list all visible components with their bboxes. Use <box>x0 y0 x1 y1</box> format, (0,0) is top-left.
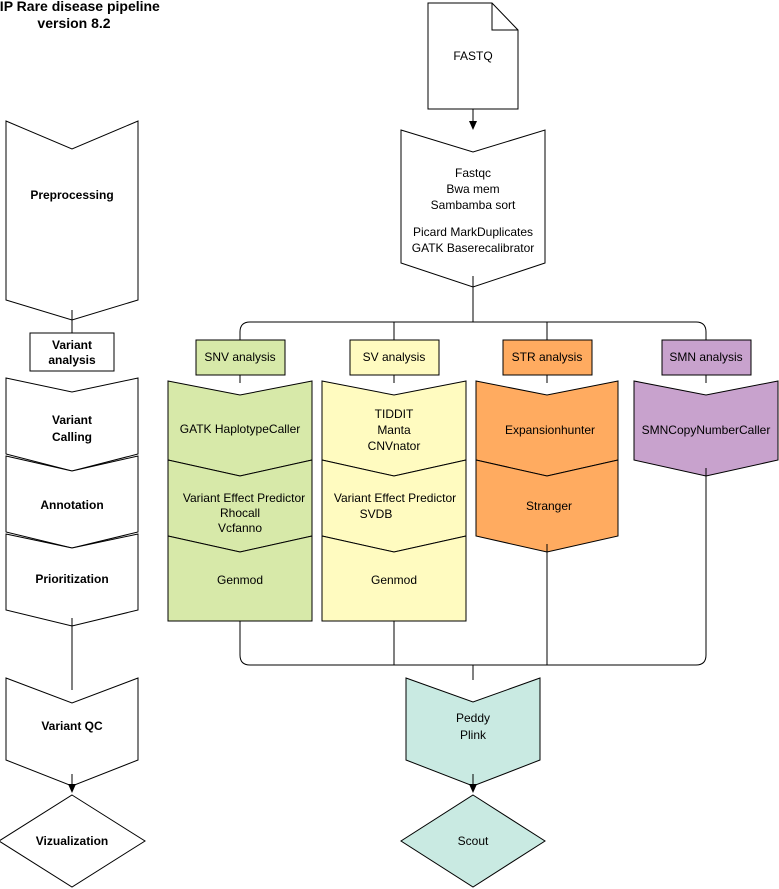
preprocess-step: Bwa mem <box>446 182 499 196</box>
stage-prioritization-shape <box>5 533 139 627</box>
sv-calling-tool: CNVnator <box>368 439 421 453</box>
sv-annotation-tool: Variant Effect Predictor <box>334 491 456 505</box>
sv-annotation-tool: SVDB <box>360 507 393 521</box>
snv-annotation-tool: Variant Effect Predictor <box>183 491 305 505</box>
qc-shape <box>405 677 541 787</box>
snv-prioritization-tool: Genmod <box>217 573 263 587</box>
preprocess-step: GATK Baserecalibrator <box>412 241 535 255</box>
scout-label: Scout <box>458 834 489 848</box>
str-analysis-label: STR analysis <box>512 350 583 364</box>
stage-variant-qc-shape <box>5 677 139 787</box>
stage-variant-calling-label-1: Variant <box>52 413 92 427</box>
stage-variant-qc-label: Variant QC <box>41 719 103 733</box>
str-calling-tool: Expansionhunter <box>505 423 595 437</box>
stage-preprocessing-label: Preprocessing <box>30 188 113 202</box>
stage-prioritization-label: Prioritization <box>35 572 108 586</box>
connector-merge-to-qc <box>239 468 707 680</box>
sv-prioritization-tool: Genmod <box>371 573 417 587</box>
sv-calling-tool: Manta <box>377 423 411 437</box>
stage-annotation-label: Annotation <box>40 498 103 512</box>
snv-annotation-tool: Vcfanno <box>218 521 262 535</box>
stage-annotation-shape <box>5 455 139 549</box>
str-annotation-tool: Stranger <box>526 499 572 513</box>
stage-variant-calling-label-2: Calling <box>52 430 92 444</box>
smn-calling-tool: SMNCopyNumberCaller <box>642 423 771 437</box>
preprocess-step: Sambamba sort <box>431 198 516 212</box>
sv-calling-tool: TIDDIT <box>375 407 414 421</box>
stage-preprocessing-shape <box>5 120 139 321</box>
snv-analysis-label: SNV analysis <box>204 350 275 364</box>
stage-variant-analysis-label-1: Variant <box>52 338 92 352</box>
snv-annotation-tool: Rhocall <box>220 506 260 520</box>
smn-analysis-box <box>661 339 752 376</box>
str-annotation-shape <box>475 459 619 553</box>
stage-visualization-label: Vizualization <box>36 834 108 848</box>
preprocess-steps-shape <box>400 129 546 288</box>
diagram-title-line2: version 8.2 <box>37 15 110 31</box>
preprocess-step: Picard MarkDuplicates <box>413 225 533 239</box>
smn-calling-shape <box>633 380 779 477</box>
stage-variant-analysis-box <box>29 332 115 372</box>
stage-visualization-shape <box>0 794 146 888</box>
snv-analysis-box <box>195 339 286 376</box>
smn-analysis-label: SMN analysis <box>669 350 742 364</box>
snv-calling-tool: GATK HaplotypeCaller <box>180 422 301 436</box>
stage-variant-calling-shape <box>5 377 139 472</box>
str-analysis-box <box>502 339 593 376</box>
stage-variant-analysis-label-2: analysis <box>48 353 96 367</box>
fastq-document-fold <box>491 3 518 31</box>
sv-analysis-label: SV analysis <box>363 350 426 364</box>
snv-prioritization-shape <box>167 535 313 622</box>
connector-preprocess-branch <box>239 276 707 340</box>
sv-prioritization-shape <box>321 535 467 622</box>
diagram-title-line1: MIP Rare disease pipeline <box>0 0 160 14</box>
scout-shape <box>400 794 546 888</box>
qc-tool: Plink <box>460 728 487 742</box>
preprocess-step: Fastqc <box>455 166 491 180</box>
qc-tool: Peddy <box>456 711 490 725</box>
fastq-label: FASTQ <box>453 49 492 63</box>
